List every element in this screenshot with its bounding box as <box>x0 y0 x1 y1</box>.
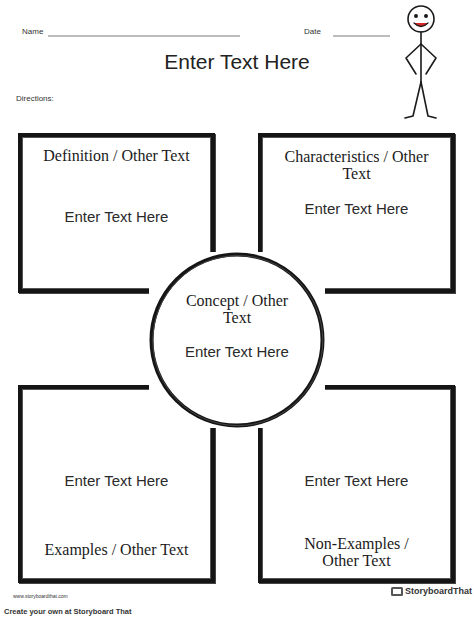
circle-outline-sketch <box>153 256 323 426</box>
website-url: www.storyboardthat.com <box>13 593 68 599</box>
brand-logo-text: StoryboardThat <box>405 586 472 596</box>
box-heading: Characteristics / Other Text <box>271 149 443 183</box>
worksheet-title: Enter Text Here <box>0 50 474 74</box>
directions-label: Directions: <box>16 94 54 103</box>
box-placeholder: Enter Text Here <box>22 472 212 490</box>
box-heading: Definition / Other Text <box>22 148 212 165</box>
circle-outline <box>149 252 325 428</box>
field-label: Name <box>22 27 43 36</box>
concept-circle: Concept / Other TextEnter Text Here <box>149 252 325 428</box>
date-line <box>333 36 390 37</box>
box-heading: Non-Examples / Other Text <box>292 536 422 570</box>
logo-icon <box>391 587 403 596</box>
box-heading: Examples / Other Text <box>22 542 212 559</box>
box-placeholder: Enter Text Here <box>22 208 212 226</box>
box-heading: Concept / Other Text <box>172 293 302 327</box>
box-placeholder: Enter Text Here <box>262 472 452 490</box>
circle-outline-shape <box>152 255 323 426</box>
field-label: Date <box>304 27 321 36</box>
stick-figure <box>405 6 436 118</box>
footer-note: Create your own at Storyboard That <box>4 607 132 616</box>
box-placeholder: Enter Text Here <box>157 343 317 361</box>
name-line <box>48 36 240 37</box>
box-placeholder: Enter Text Here <box>262 200 452 218</box>
